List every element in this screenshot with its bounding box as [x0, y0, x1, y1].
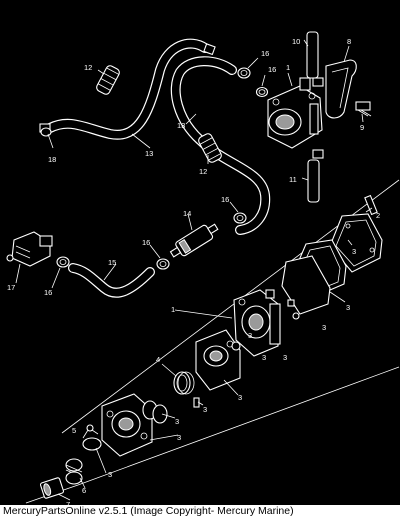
- bracket-bolt: [355, 101, 372, 117]
- hose-end-upper: [203, 43, 216, 56]
- hose-clamp-16a: [237, 67, 251, 79]
- fuel-hose-upper-left: [45, 38, 210, 140]
- callout-3: 3: [346, 303, 350, 312]
- hose-clamp-16d: [156, 258, 170, 270]
- callout-11: 11: [289, 175, 297, 184]
- callout-3: 3: [175, 417, 179, 426]
- callout-3: 3: [203, 405, 207, 414]
- callout-numbers: 12 18 13 13 12 16 16 1 10 11 8 9 2 3 3 3…: [7, 37, 380, 505]
- fuel-hose-upper-long: [170, 56, 271, 235]
- callout-16: 16: [142, 238, 150, 247]
- hose-sleeve-upper: [96, 65, 120, 95]
- exploded-view-frame-bottom: [25, 366, 400, 504]
- fuel-filter: [169, 223, 219, 258]
- fitting-mid: [265, 289, 275, 299]
- callout-6: 6: [82, 486, 86, 495]
- callout-1: 1: [286, 63, 290, 72]
- check-valve-ring: [231, 341, 241, 351]
- callout-7: 7: [66, 500, 70, 505]
- callout-3: 3: [177, 433, 181, 442]
- hose-clamp-16b: [255, 86, 269, 98]
- hose-sleeve-middle: [198, 133, 222, 163]
- small-screw: [287, 299, 295, 307]
- pump-fitting-bottom: [312, 149, 324, 159]
- copyright-footer: MercuryPartsOnline v2.5.1 (Image Copyrig…: [0, 505, 400, 518]
- callout-1: 1: [171, 305, 175, 314]
- callout-3: 3: [108, 470, 112, 479]
- spring-4: [173, 371, 195, 395]
- callout-16: 16: [221, 195, 229, 204]
- plug-7: [39, 477, 65, 499]
- callout-3: 3: [352, 247, 356, 256]
- callout-16: 16: [261, 49, 269, 58]
- fuel-hose-lower: [68, 263, 155, 298]
- o-ring-large: [82, 437, 102, 451]
- washer-5: [86, 424, 94, 432]
- callout-9: 9: [360, 123, 364, 132]
- callout-2: 2: [376, 211, 380, 220]
- fitting-5-left: [6, 254, 14, 262]
- pump-body-bottom: [101, 393, 153, 457]
- callout-10: 10: [292, 37, 300, 46]
- callout-15: 15: [108, 258, 116, 267]
- callout-13: 13: [177, 121, 185, 130]
- callout-16: 16: [268, 65, 276, 74]
- callout-8: 8: [347, 37, 351, 46]
- hose-10: [306, 31, 319, 79]
- hose-clamp-16c: [233, 212, 247, 224]
- callout-18: 18: [48, 155, 56, 164]
- parts-diagram: 12 18 13 13 12 16 16 1 10 11 8 9 2 3 3 3…: [6, 31, 400, 505]
- callout-13: 13: [145, 149, 153, 158]
- small-washer: [292, 312, 300, 320]
- callout-16: 16: [44, 288, 52, 297]
- callout-17: 17: [7, 283, 15, 292]
- callout-12: 12: [199, 167, 207, 176]
- pump-base: [195, 329, 241, 391]
- screw-2: [364, 194, 378, 216]
- callout-12: 12: [84, 63, 92, 72]
- callout-4: 4: [156, 355, 160, 364]
- callout-3: 3: [248, 331, 252, 340]
- o-rings: [142, 400, 168, 424]
- hose-clamp-16e: [56, 256, 70, 268]
- callout-3: 3: [238, 393, 242, 402]
- fuel-connector: [11, 231, 53, 267]
- spring-6: [65, 458, 83, 485]
- pump-bracket: [325, 59, 357, 119]
- callout-14: 14: [183, 209, 191, 218]
- callout-3: 3: [262, 353, 266, 362]
- hose-clamp-18: [40, 127, 52, 137]
- pump-body-middle: [233, 289, 281, 357]
- hose-11: [307, 159, 320, 203]
- callout-5: 5: [72, 426, 76, 435]
- pump-fitting-top: [312, 77, 324, 87]
- fuel-pump-assembly-top: [267, 77, 323, 149]
- callout-3: 3: [283, 353, 287, 362]
- leader-lines: [15, 39, 373, 501]
- callout-3: 3: [322, 323, 326, 332]
